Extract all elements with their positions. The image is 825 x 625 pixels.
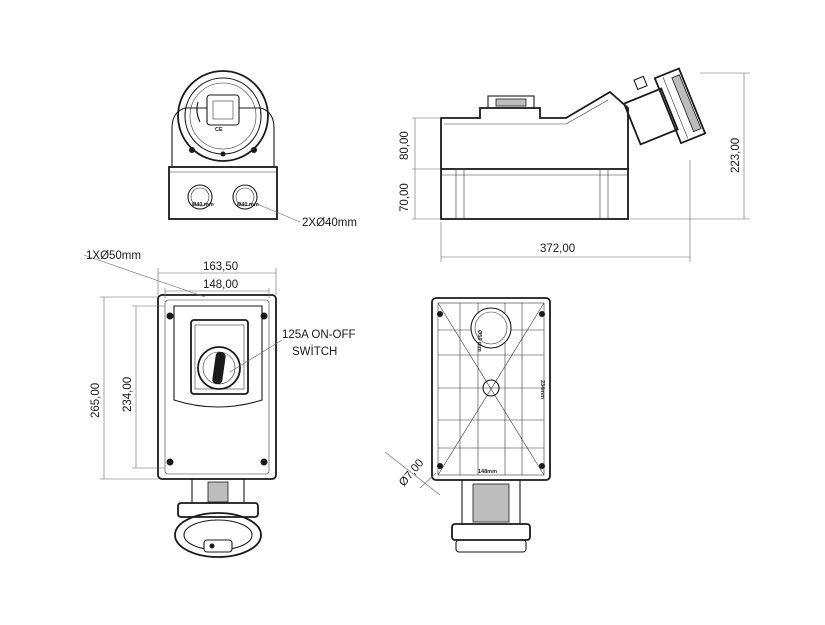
switch-label-line1: 125A ON-OFF <box>282 329 356 341</box>
top-view-box <box>168 166 278 220</box>
top-hole-mark-left: Ø40 mm <box>192 202 214 208</box>
side-height-upper: 80,00 <box>399 131 411 160</box>
back-height-mark: 234mm <box>539 380 545 399</box>
mount-hole-label: Ø7,00 <box>397 457 426 489</box>
back-width-mark: 148mm <box>478 469 497 475</box>
front-view-box <box>157 294 277 480</box>
side-length: 372,00 <box>540 243 575 255</box>
cap-marking: CE <box>215 127 223 133</box>
back-view: Ø50 mm 234mm 148mm Ø7,00 <box>384 297 551 553</box>
switch-knob <box>197 346 241 390</box>
back-view-top-circle <box>470 307 512 349</box>
side-height-lower: 70,00 <box>399 183 411 212</box>
top-view: CE Ø40 mm Ø40 mm 2XØ40mm <box>168 70 357 229</box>
side-total-height: 223,00 <box>730 138 742 173</box>
front-inner-width: 148,00 <box>203 279 238 291</box>
side-view-base <box>440 168 629 220</box>
side-view-socket <box>622 67 707 146</box>
top-holes-label: 2XØ40mm <box>302 217 357 229</box>
back-socket-cap <box>451 523 531 541</box>
top-view-cap <box>177 70 269 162</box>
front-total-height: 265,00 <box>90 383 102 418</box>
front-socket-cap <box>174 512 262 558</box>
back-circle-mark: Ø50 mm <box>476 330 482 352</box>
back-view-ribs <box>437 302 545 476</box>
side-view-housing <box>440 90 629 169</box>
switch-handle <box>212 351 226 385</box>
side-view: 80,00 70,00 223,00 372,00 <box>399 67 750 262</box>
top-hole-left <box>187 184 213 210</box>
front-outer-width: 163,50 <box>203 261 238 273</box>
back-view-center-hole <box>482 379 500 397</box>
bottom-hole-label: 1XØ50mm <box>86 250 141 262</box>
front-view-panel <box>173 305 263 408</box>
side-view-top-boss <box>487 95 535 109</box>
top-view-window <box>206 94 240 126</box>
switch-housing <box>190 319 249 395</box>
top-hole-mark-right: Ø40 mm <box>237 202 259 208</box>
top-hole-right <box>232 184 258 210</box>
front-inner-height: 234,00 <box>122 377 134 412</box>
switch-label-line2: SWİTCH <box>292 345 337 358</box>
front-view: 1XØ50mm 163,50 148,00 265,00 234,00 125A… <box>83 250 356 558</box>
